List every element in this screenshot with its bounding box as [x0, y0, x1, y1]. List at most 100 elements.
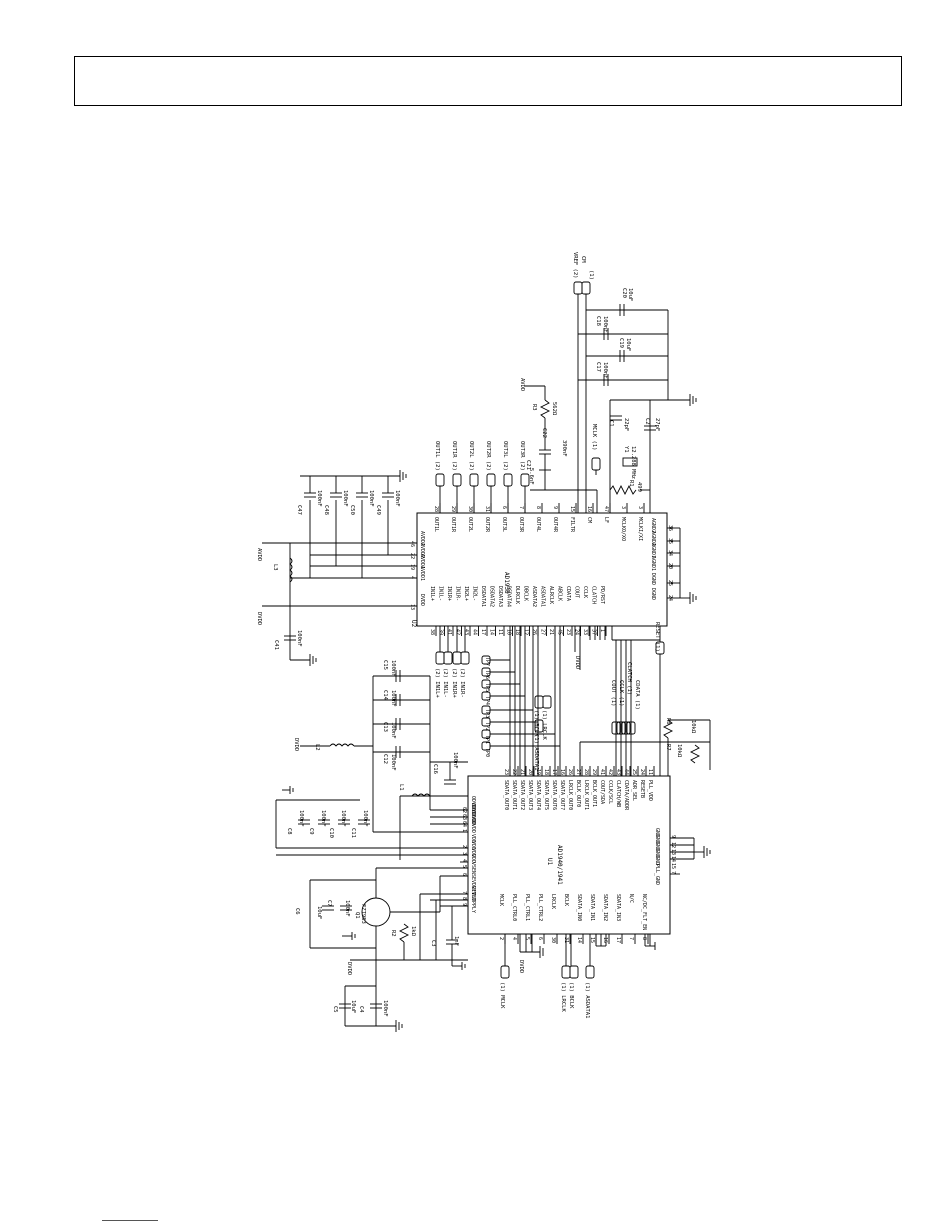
svg-text:C5: C5	[332, 1006, 338, 1013]
svg-text:562Ω: 562Ω	[551, 402, 557, 416]
pin-number: 15	[589, 937, 595, 943]
pin-name: SDATA_OUT4	[535, 780, 541, 810]
pin-name: SDATA_OUT2	[519, 780, 525, 810]
crystal-oscillator: C1 22pF C2 27pF Y1 12.288 MHz MCLK (1) R…	[591, 399, 668, 513]
svg-text:TP5: TP5	[484, 683, 490, 692]
svg-text:C6: C6	[294, 908, 300, 915]
pin-number: 23	[503, 769, 509, 775]
pin-name: DLRCLK	[514, 586, 520, 604]
pin-name: BCLK_OUT1	[591, 780, 597, 807]
pin-number: 13	[409, 604, 415, 610]
pin-name: OUT2L	[467, 517, 473, 532]
pin-number: 28	[583, 769, 589, 775]
pin-name: AGND1	[650, 543, 656, 558]
inductor-l2	[329, 743, 355, 747]
pin-number: 5	[524, 937, 530, 940]
pin-number: 24	[574, 629, 580, 635]
pin-name: CLATCH/WB	[615, 780, 621, 807]
svg-text:Y1: Y1	[623, 446, 629, 453]
pin-number: 6	[537, 937, 543, 940]
pin-name: AVDD1	[419, 566, 425, 581]
pin-name: AVDD1	[419, 554, 425, 569]
pin-name: ODVDD	[470, 796, 476, 811]
pin-number: 3	[461, 852, 467, 855]
net-in1r-n: (2) IN1R-	[459, 668, 465, 698]
pin-name: RESETB	[639, 780, 645, 798]
net-reset: RESET (1)	[654, 622, 660, 652]
svg-text:C17: C17	[595, 362, 601, 372]
pin-name: DGND	[650, 588, 656, 600]
svg-text:TP0: TP0	[484, 748, 490, 757]
digital-audio-bus: TP0 TP1 TP2 TP3 TP4 TP5 TP6 TP7 (1) BCLK…	[481, 626, 606, 776]
pin-name: ABCLK	[557, 586, 563, 601]
pin-number: 16	[586, 506, 592, 512]
pin-number: 10	[506, 629, 512, 635]
svg-text:C4: C4	[358, 1006, 364, 1013]
pin-number: 9	[552, 506, 558, 509]
vref-filter: VREF (2) CM (1) C20 10uF C18 100nF C19 1…	[572, 252, 697, 513]
u1-supply: DVDD L2 C15 100nF C14 100nF C13 100nF C1…	[293, 660, 468, 860]
net-bclk-r: (1) BCLK	[533, 710, 539, 737]
pin-name: CDATA	[565, 586, 571, 601]
svg-text:C50: C50	[349, 505, 355, 515]
pin-name: SDATA_IN0	[576, 894, 582, 921]
dvdd-u2-supply: DVDD C41 100nF	[256, 605, 417, 666]
svg-text:L3: L3	[272, 564, 278, 571]
svg-text:C13: C13	[382, 722, 388, 732]
svg-text:L2: L2	[314, 744, 320, 751]
svg-text:100nF: 100nF	[390, 722, 396, 739]
pin-number: 4	[511, 937, 517, 940]
pin-number: 29	[591, 769, 597, 775]
pin-number: 20	[527, 769, 533, 775]
svg-text:C3: C3	[430, 940, 436, 947]
pin-number: 26	[567, 769, 573, 775]
pin-number: 18	[543, 769, 549, 775]
pin-number: 41	[446, 629, 452, 635]
svg-text:100nF: 100nF	[362, 810, 368, 827]
svg-text:100nF: 100nF	[390, 754, 396, 771]
pin-number: 1	[599, 629, 605, 632]
pin-number: 4	[461, 859, 467, 862]
pin-number: 21	[519, 769, 525, 775]
pin-number: 15	[670, 863, 676, 869]
pin-number: 16	[559, 769, 565, 775]
cap-c48: C48 100nF	[323, 476, 348, 515]
svg-text:C11: C11	[350, 828, 356, 838]
pin-name: AVDD2	[419, 531, 425, 546]
chip-u1-ref: U1	[546, 858, 553, 866]
svg-text:100nF: 100nF	[394, 490, 400, 507]
svg-text:C49: C49	[375, 505, 381, 515]
net-dvdd: DVDD	[256, 612, 262, 625]
pin-name: VDD	[470, 834, 476, 843]
inductor-l1	[411, 793, 431, 797]
svg-text:TP4: TP4	[484, 696, 490, 705]
pin-number: 7	[670, 871, 676, 874]
svg-text:C1: C1	[608, 420, 614, 427]
pin-name: IN1L+	[429, 586, 435, 601]
pin-name: ASDATA2	[531, 586, 537, 607]
svg-text:C16: C16	[432, 764, 438, 774]
net-cdata: CDATA (1)	[634, 680, 640, 710]
pin-number: 12	[523, 629, 529, 635]
svg-text:C22: C22	[541, 428, 547, 438]
pin-number: 17	[480, 629, 486, 635]
pin-name: VDRIVE	[470, 880, 476, 898]
svg-text:C14: C14	[382, 690, 388, 701]
pin-number: 28	[433, 506, 439, 512]
pin-name: AVDD2	[419, 543, 425, 558]
u1-bottom-connectors: (1) MCLK DVDD (1) LRCLK (1) BCLK (1) ASD…	[499, 934, 656, 1018]
svg-text:10kΩ: 10kΩ	[676, 744, 682, 758]
chip-u2-body	[416, 512, 668, 627]
pin-name: CCLK	[582, 586, 588, 598]
net-out2r: OUT2R (2)	[485, 441, 491, 471]
svg-text:22pF: 22pF	[623, 418, 629, 431]
net-in1r-p: (2) IN1R+	[451, 668, 457, 698]
pin-name: LRCLK_OUT1	[583, 780, 589, 810]
resistor-r1	[609, 484, 637, 496]
pin-number: 18	[514, 629, 520, 635]
svg-text:27pF: 27pF	[654, 418, 660, 431]
pin-number: 9	[670, 835, 676, 838]
resistor-r7	[689, 744, 701, 764]
pin-name: OUT3R	[518, 517, 524, 533]
